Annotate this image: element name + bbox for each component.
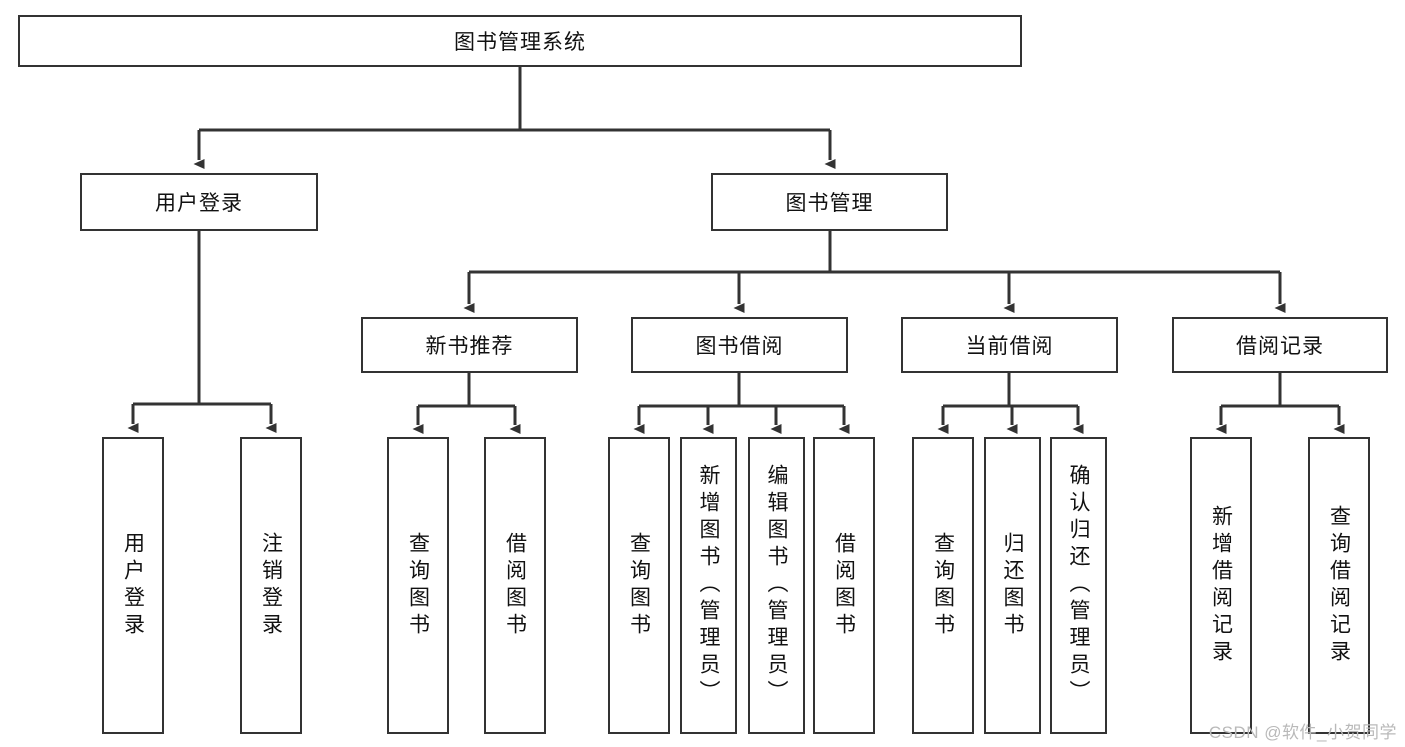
node-leaf-borrow-book-1[interactable]: 借阅图书 <box>484 437 546 734</box>
node-leaf-query-book-3[interactable]: 查询图书 <box>912 437 974 734</box>
node-borrow-record[interactable]: 借阅记录 <box>1172 317 1388 373</box>
node-leaf-confirm-return-label: 确认归还（管理员） <box>1067 464 1090 707</box>
node-leaf-user-login[interactable]: 用户登录 <box>102 437 164 734</box>
node-user-login[interactable]: 用户登录 <box>80 173 318 231</box>
node-leaf-add-book[interactable]: 新增图书（管理员） <box>680 437 737 734</box>
node-leaf-query-record-label: 查询借阅记录 <box>1327 504 1351 667</box>
node-leaf-borrow-book-2[interactable]: 借阅图书 <box>813 437 875 734</box>
node-leaf-logout[interactable]: 注销登录 <box>240 437 302 734</box>
node-leaf-confirm-return[interactable]: 确认归还（管理员） <box>1050 437 1107 734</box>
node-leaf-query-record[interactable]: 查询借阅记录 <box>1308 437 1370 734</box>
node-root-label: 图书管理系统 <box>454 31 586 54</box>
node-book-borrow[interactable]: 图书借阅 <box>631 317 848 373</box>
node-user-login-label: 用户登录 <box>155 192 243 215</box>
node-leaf-return-book[interactable]: 归还图书 <box>984 437 1041 734</box>
node-leaf-add-record-label: 新增借阅记录 <box>1209 504 1233 667</box>
node-leaf-query-book-2[interactable]: 查询图书 <box>608 437 670 734</box>
node-leaf-add-record[interactable]: 新增借阅记录 <box>1190 437 1252 734</box>
node-root[interactable]: 图书管理系统 <box>18 15 1022 67</box>
node-leaf-user-login-label: 用户登录 <box>121 531 145 640</box>
node-new-book-recommend[interactable]: 新书推荐 <box>361 317 578 373</box>
node-leaf-borrow-book-1-label: 借阅图书 <box>503 531 527 640</box>
node-book-management-label: 图书管理 <box>785 192 874 215</box>
node-current-borrow[interactable]: 当前借阅 <box>901 317 1118 373</box>
node-current-borrow-label: 当前借阅 <box>965 335 1054 358</box>
node-leaf-return-book-label: 归还图书 <box>1001 531 1024 640</box>
node-leaf-query-book-2-label: 查询图书 <box>627 531 651 640</box>
node-book-management[interactable]: 图书管理 <box>711 173 948 231</box>
node-leaf-query-book-1-label: 查询图书 <box>406 531 430 640</box>
node-new-book-recommend-label: 新书推荐 <box>425 335 514 358</box>
node-leaf-query-book-1[interactable]: 查询图书 <box>387 437 449 734</box>
node-leaf-logout-label: 注销登录 <box>259 531 283 640</box>
node-book-borrow-label: 图书借阅 <box>695 335 784 358</box>
node-leaf-query-book-3-label: 查询图书 <box>931 531 955 640</box>
node-leaf-edit-book-label: 编辑图书（管理员） <box>765 464 788 707</box>
node-leaf-borrow-book-2-label: 借阅图书 <box>832 531 856 640</box>
node-leaf-add-book-label: 新增图书（管理员） <box>697 464 720 707</box>
node-leaf-edit-book[interactable]: 编辑图书（管理员） <box>748 437 805 734</box>
watermark-text: CSDN @软件_小贺同学 <box>1208 723 1397 742</box>
node-borrow-record-label: 借阅记录 <box>1236 335 1324 358</box>
